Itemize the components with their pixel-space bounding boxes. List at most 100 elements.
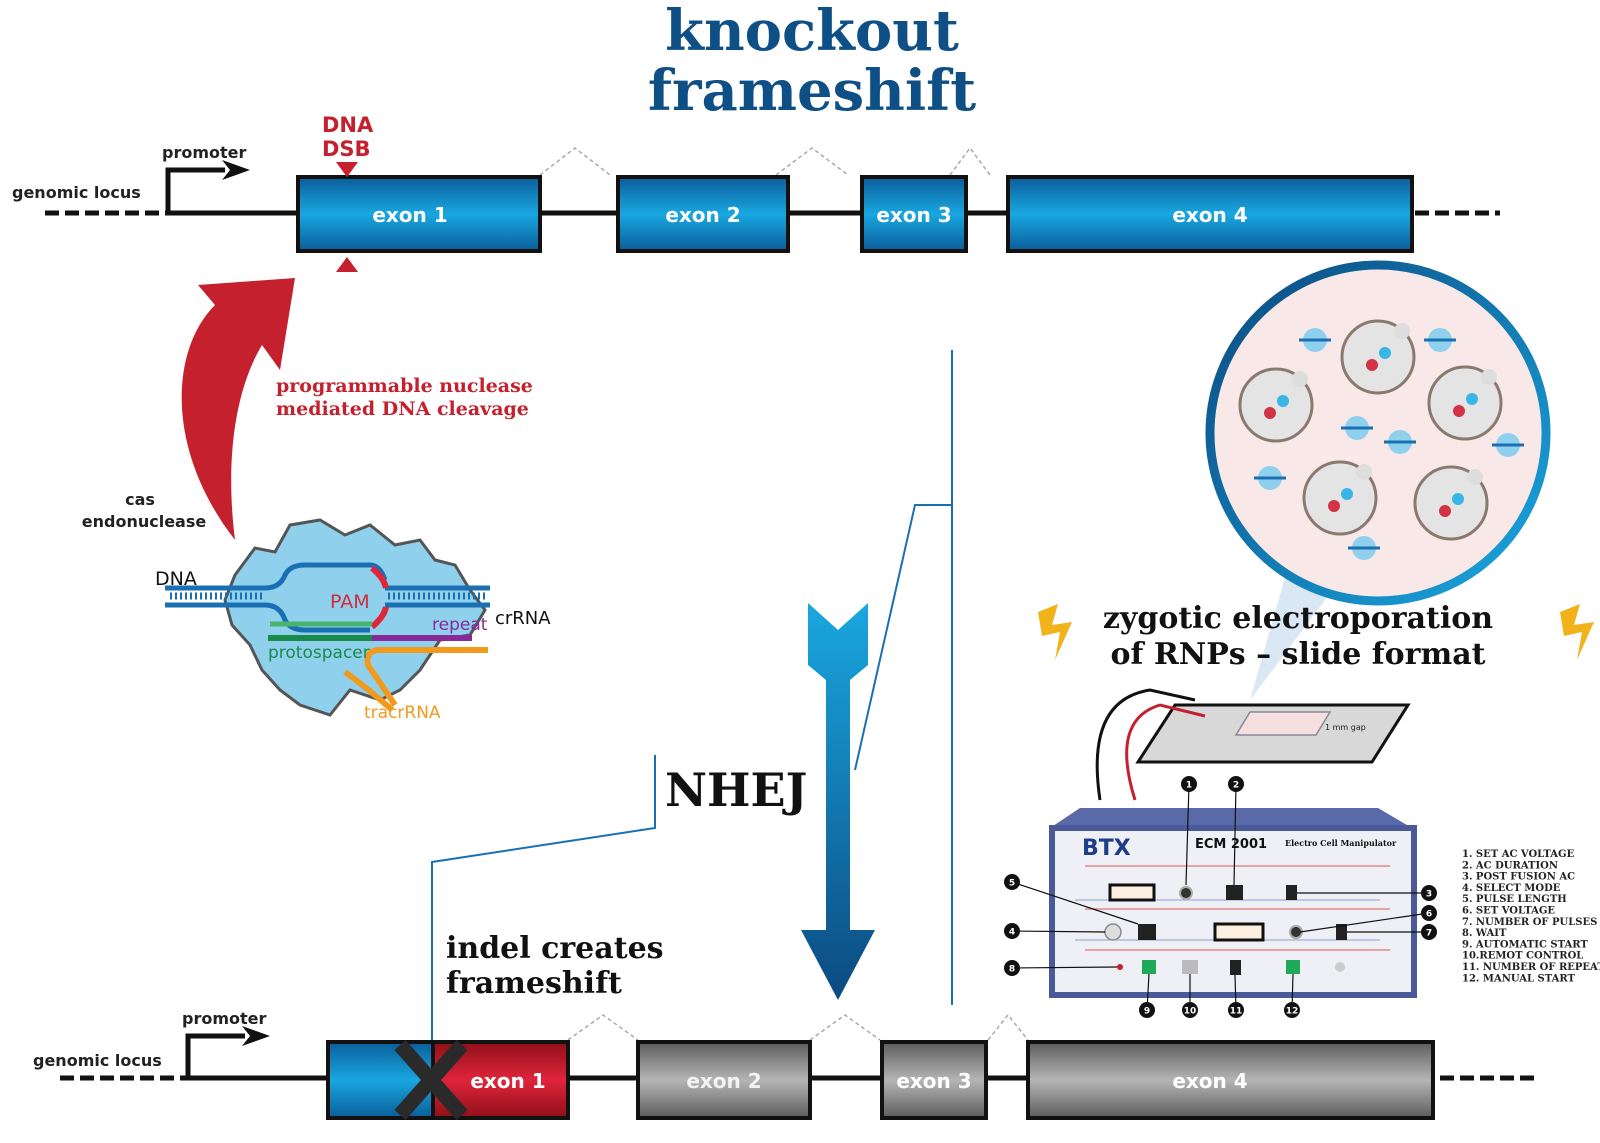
title-line1: knockout [665,0,959,64]
knockout-x-icon [394,1040,468,1120]
legend-item: 7. NUMBER OF PULSES [1462,917,1597,928]
legend-item: 4. SELECT MODE [1462,883,1561,894]
title-line2: frameshift [648,58,976,124]
crrna-label: crRNA [495,608,551,629]
gap-label: 1 mm gap [1325,723,1366,732]
switch-2[interactable] [1226,885,1243,900]
repeats-switch-11[interactable] [1230,960,1241,975]
callout-badge [1421,905,1437,921]
dna-strand-top [165,562,388,591]
zygote-membrane [1427,365,1503,441]
callout-badge [1004,960,1020,976]
exon-3 [880,1040,988,1120]
legend-item: 6. SET VOLTAGE [1462,906,1555,917]
legend-item: 2. AC DURATION [1462,860,1558,871]
callout-number: 2 [1233,781,1239,791]
exon-1-label: exon 1 [470,1069,545,1093]
device-model: ECM 2001 [1195,837,1267,852]
connector-line [431,755,656,1045]
dsb-label-2: DSB [322,137,371,161]
pronucleus-blue [1466,393,1478,405]
device-top [1050,808,1412,828]
callout-leader [1011,881,1139,925]
dsb-marker-bottom-icon [336,257,358,272]
callout-number: 12 [1286,1007,1299,1017]
cas-label-2: endonuclease [82,512,207,531]
rnp-group [1254,328,1524,560]
callout-leader [1011,966,1118,969]
callout-badge [1284,1002,1300,1018]
callout-number: 11 [1230,1007,1243,1017]
splice-line [775,147,849,176]
callout-badge [1004,874,1020,890]
promoter-arrow-icon [165,167,225,213]
auto-start-button-9[interactable] [1142,960,1156,974]
exon-3 [860,175,968,253]
callout-badge [1228,1002,1244,1018]
pronucleus-red [1439,505,1451,517]
legend-item: 12. MANUAL START [1462,973,1576,984]
pronucleus-blue [1379,347,1391,359]
splice-line [987,1013,1029,1041]
promoter-arrowhead-icon [222,160,250,180]
indicator-light [1335,962,1345,972]
switch-5[interactable] [1138,924,1156,940]
manual-start-button-12[interactable] [1286,960,1300,974]
black-electrode-wire [1095,688,1196,801]
switch-3[interactable] [1286,885,1297,900]
mode-dial-4[interactable] [1104,923,1122,941]
legend-item: 1. SET AC VOLTAGE [1462,849,1575,860]
rnp-complex-icon [1341,416,1373,440]
cleavage-line1: programmable nuclease [276,375,533,397]
callout-number: 8 [1009,965,1015,975]
pronucleus-red [1453,405,1465,417]
splice-line [949,146,991,176]
callout-number: 5 [1009,879,1015,889]
exon-2-label: exon 2 [686,1069,761,1093]
callout-number: 6 [1426,910,1432,920]
pam-marker [370,565,389,630]
knob-1[interactable] [1179,886,1193,900]
switch-7[interactable] [1336,924,1347,940]
legend-item: 11. NUMBER OF REPEATS [1462,962,1600,973]
cas-label-1: cas [125,490,155,509]
nhej-label: NHEJ [665,763,807,817]
red-electrode-wire [1125,703,1206,801]
zygote-membrane [1413,465,1489,541]
pronucleus-blue [1452,493,1464,505]
lightning-icon-left [1038,604,1072,660]
ecm-2001-device: BTX ECM 2001 Electro Cell Manipulator [1049,808,1417,998]
splice-line [539,147,611,176]
promoter-label: promoter [182,1009,267,1028]
rnp-complex-icon [1384,430,1416,454]
zygote [1413,465,1489,541]
polar-body [1292,371,1308,387]
promoter-arrowhead-icon [242,1026,270,1046]
locus-label: genomic locus [33,1051,162,1070]
exon-2 [636,1040,812,1120]
exon-1 [296,175,542,253]
top-genomic-locus: genomic locus promoter exon 1 exon 2 exo… [12,113,1500,272]
callout-badge [1181,776,1197,792]
callout-leader [1299,912,1430,933]
dna-label: DNA [155,568,197,590]
pronucleus-red [1328,500,1340,512]
rnp-complex-icon [1254,466,1286,490]
device-desc: Electro Cell Manipulator [1285,838,1397,848]
legend-item: 8. WAIT [1462,928,1507,939]
rnp-complex-icon [1348,536,1380,560]
callout-number: 4 [1009,928,1015,938]
callout-badge [1139,1002,1155,1018]
tracrrna-label: tracrRNA [364,703,441,723]
pronucleus-blue [1341,488,1353,500]
cleavage-arrow-icon [181,278,295,540]
dsb-marker-top-icon [336,162,358,177]
sample-chamber [1234,711,1332,736]
rnp-complex-icon [1492,433,1524,457]
legend-item: 9. AUTOMATIC START [1462,939,1588,950]
exon-2-label: exon 2 [665,203,740,227]
remote-control-jack-10[interactable] [1182,960,1198,974]
voltage-display [1213,922,1265,942]
